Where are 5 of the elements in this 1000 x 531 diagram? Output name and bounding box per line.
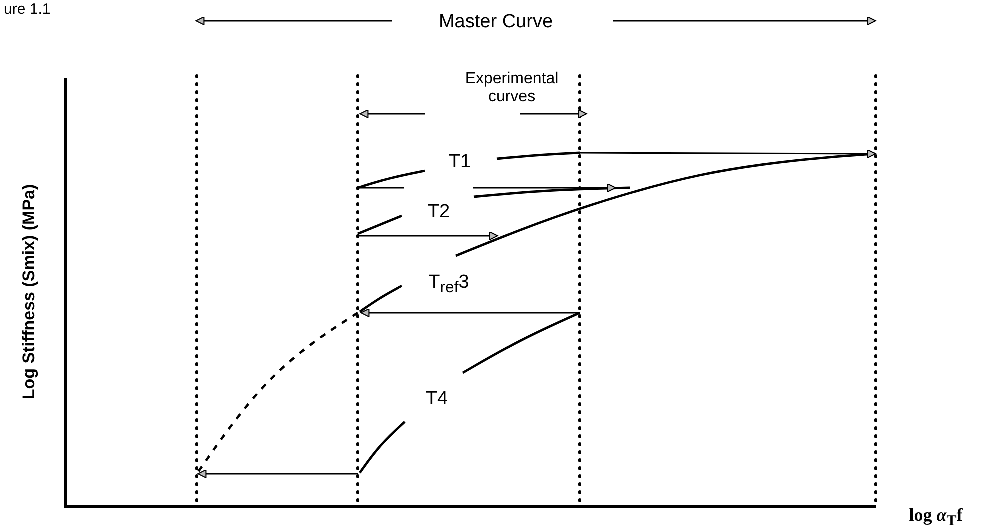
axis-title: Log Stiffness (Smix) (MPa) (20, 184, 40, 400)
range-label: Master Curve (438, 12, 554, 34)
figure-number: ure 1.1 (4, 2, 51, 18)
range-label: Experimental curves (464, 70, 560, 106)
axis-title: log α$_{T}$f (909, 506, 963, 530)
